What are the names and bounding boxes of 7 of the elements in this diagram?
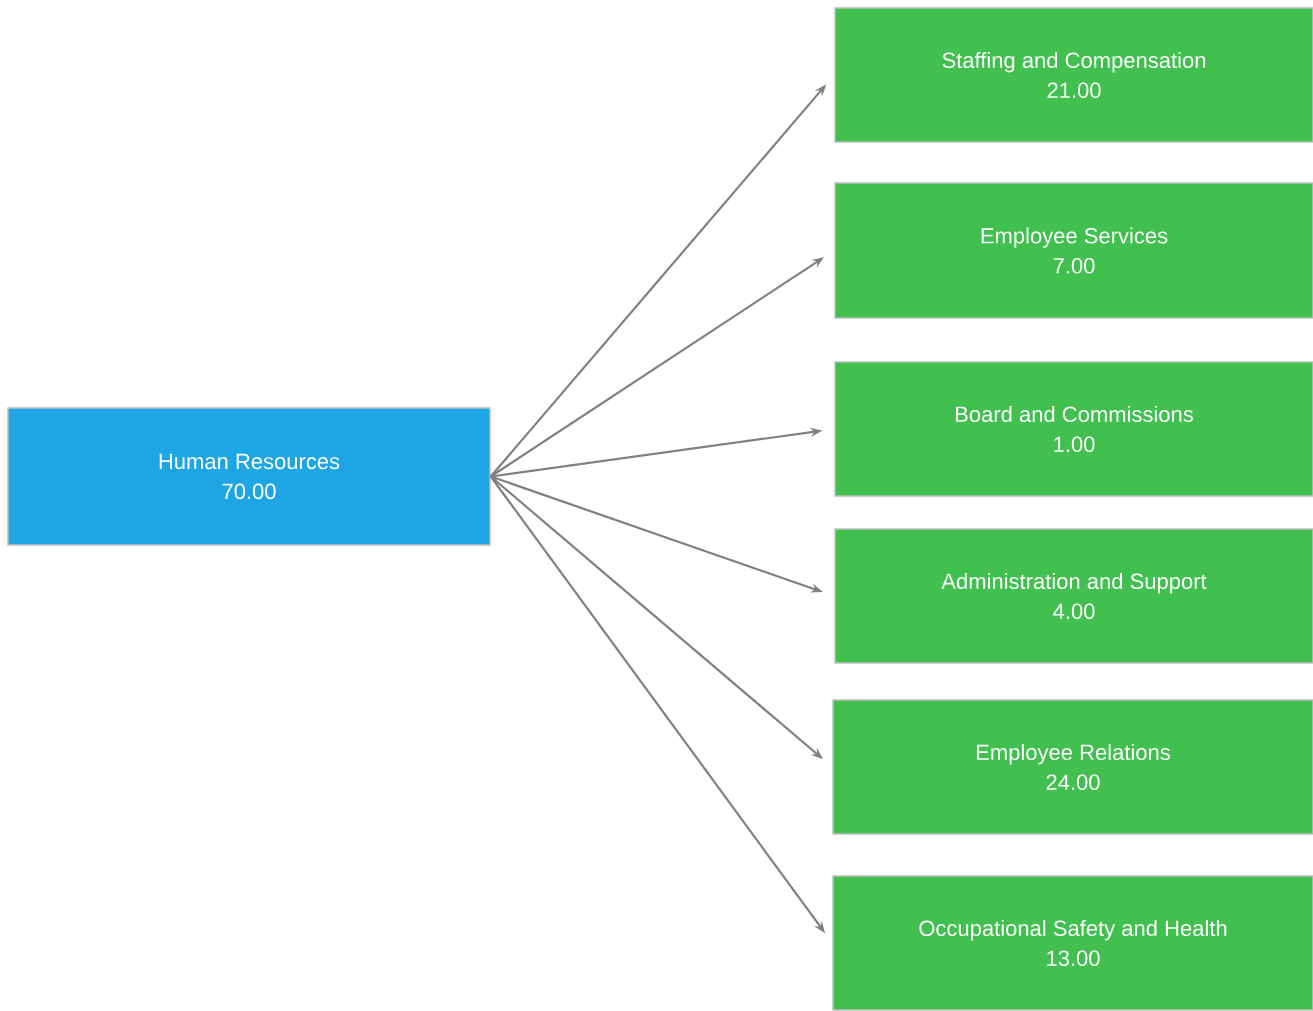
department-box: Employee Relations 24.00 bbox=[832, 699, 1313, 835]
department-box: Staffing and Compensation 21.00 bbox=[834, 7, 1313, 143]
department-box: Board and Commissions 1.00 bbox=[834, 361, 1313, 497]
department-box: Administration and Support 4.00 bbox=[834, 528, 1313, 664]
department-box: Occupational Safety and Health 13.00 bbox=[832, 875, 1313, 1011]
department-box: Employee Services 7.00 bbox=[834, 182, 1313, 319]
root-box: Human Resources 70.00 bbox=[7, 407, 491, 546]
